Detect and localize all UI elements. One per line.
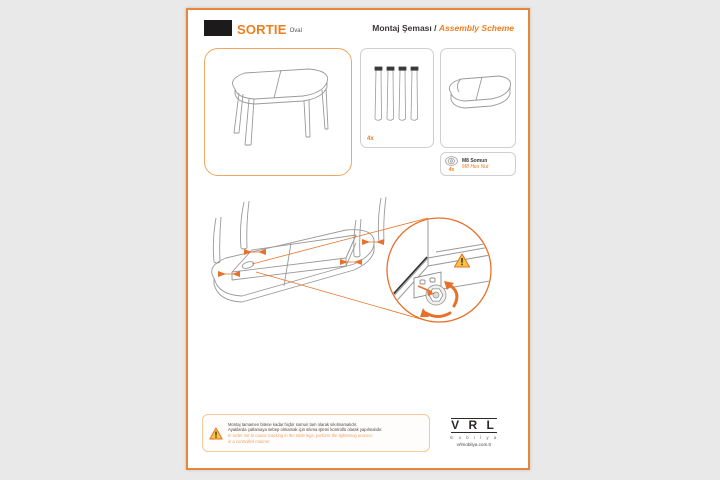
table-legs-illustration [374, 66, 419, 121]
zoom-leader-lines [251, 217, 429, 321]
parts-panel-tabletop [440, 48, 516, 148]
assembled-table-illustration [232, 68, 329, 146]
brand-model-name: Oval [289, 28, 302, 34]
warning-text-en-2: in a controlled manner. [228, 438, 271, 444]
sheet-footer: Montaj tamamen bitene kadar hiçbir somun… [202, 414, 514, 454]
document-title: Montaj Şeması / Assembly Scheme [372, 23, 514, 33]
hardware-label-tr: M8 Somun [462, 157, 488, 164]
logo-mark-icon [204, 20, 232, 36]
hex-nut-icon [445, 155, 458, 166]
sheet-header: SORTIE Oval Montaj Şeması / Assembly Sch… [188, 10, 528, 44]
hardware-icon-group: 4x [445, 155, 458, 173]
footer-warning-bar: Montaj tamamen bitene kadar hiçbir somun… [202, 414, 430, 452]
company-website: vrlmobilya.com.tr [456, 442, 492, 447]
assembled-table-panel [204, 48, 352, 176]
parts-panel-legs: 4x [360, 48, 434, 148]
hardware-label-en: M8 Hex Nut [462, 164, 489, 170]
hardware-quantity: 4x [448, 166, 455, 173]
warning-text-tr-1: Montaj tamamen bitene kadar hiçbir somun… [228, 421, 358, 427]
tabletop-illustration [448, 75, 511, 109]
warning-triangle-icon [453, 253, 471, 268]
title-separator: / [431, 23, 439, 33]
assembly-step-diagram [196, 180, 524, 330]
instruction-sheet: SORTIE Oval Montaj Şeması / Assembly Sch… [186, 8, 530, 470]
company-logo: V R L m o b i l y a vrlmobilya.com.tr [434, 416, 514, 447]
detail-zoom-circle [386, 217, 492, 323]
company-name: V R L [451, 418, 497, 433]
brand-logo: SORTIE Oval [204, 20, 302, 36]
company-tagline: m o b i l y a [449, 435, 499, 440]
warning-text-en-1: In order not to cause cracking in the ta… [228, 433, 373, 438]
warning-text-tr-2: Ayaklarda çatlamaya sebep olmamak için s… [228, 427, 383, 433]
document-title-tr: Montaj Şeması [372, 23, 432, 33]
hardware-panel-nut: 4x M8 Somun M8 Hex Nut [440, 152, 516, 176]
legs-quantity: 4x [367, 136, 374, 142]
brand-name: SORTIE [237, 22, 287, 37]
footer-warning-icon [209, 427, 223, 439]
document-title-en: Assembly Scheme [438, 23, 514, 33]
assembly-diagram-illustration [211, 196, 492, 323]
